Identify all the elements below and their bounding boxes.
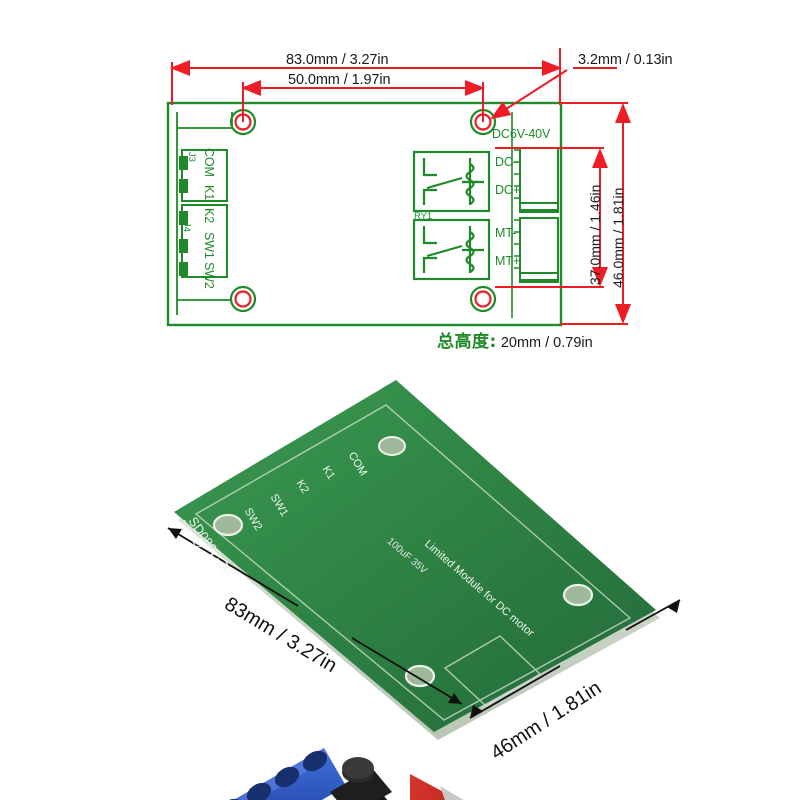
pcb-photo-mounting-holes [212, 436, 594, 688]
dimension-label-height-overall: 46.0mm / 1.81in [610, 187, 626, 288]
board-label-motor-positive: MT+ [495, 254, 521, 268]
relay-symbol-ry1 [412, 150, 491, 213]
total-height-note: 总高度:20mm / 0.79in [437, 327, 593, 352]
dimension-label-height-inner: 37.0mm / 1.46in [587, 184, 603, 285]
total-height-label: 总高度: [437, 332, 497, 352]
left-connector-j3 [179, 149, 228, 202]
board-label-connector-j4: J4 [181, 222, 192, 232]
drawing-vector-layer [166, 48, 631, 327]
board-label-relay-ref: RY1 [414, 211, 433, 222]
board-label-dc-negative: DC- [495, 155, 517, 169]
pcb-silkscreen-lines [194, 404, 632, 721]
board-label-motor-negative: MT- [495, 226, 517, 240]
board-label-terminal-com: COM [202, 148, 216, 177]
board-label-connector-j3: J3 [186, 152, 197, 162]
left-connector-j4 [179, 204, 228, 278]
board-label-terminal-k2: K2 [202, 208, 216, 224]
pcb-outline [166, 101, 563, 327]
dimension-label-width: 83.0mm / 3.27in [286, 52, 389, 68]
terminal-block-dc [519, 147, 559, 213]
pcb-line-drawing: 83.0mm / 3.27in 50.0mm / 1.97in 3.2mm / … [0, 0, 800, 368]
ic-packages [377, 796, 388, 800]
photo-render-layer [167, 380, 681, 800]
terminal-pins [511, 112, 520, 318]
dimension-line-width [170, 48, 562, 105]
board-label-dc-positive: DC+ [495, 183, 521, 197]
relay-symbol-ry2 [412, 218, 491, 281]
terminal-block-mt [519, 217, 559, 283]
rf-receiver-module [410, 774, 464, 800]
dimension-leader-hole-diameter [490, 67, 617, 120]
board-label-terminal-sw1: SW1 [202, 232, 216, 259]
tactile-push-button [330, 757, 392, 800]
dimension-label-hole-diameter: 3.2mm / 0.13in [578, 52, 673, 68]
board-label-power-input: DC6V-40V [492, 127, 551, 141]
dimension-line-height-inner [495, 147, 608, 288]
photo-dimension-arrows [167, 527, 681, 719]
board-label-terminal-k1: K1 [202, 185, 216, 201]
dimension-line-height-overall [560, 102, 631, 325]
dimension-label-hole-spacing: 50.0mm / 1.97in [288, 72, 391, 88]
board-label-terminal-sw2: SW2 [202, 262, 216, 289]
pcb-board-body [174, 380, 660, 740]
product-photograph: SD0802-ZF 2021-12 Limited Module for DC … [0, 368, 800, 800]
dimension-line-hole-spacing [241, 80, 485, 122]
total-height-value: 20mm / 0.79in [500, 335, 593, 351]
terminal-block-5pin-photo [218, 748, 346, 800]
